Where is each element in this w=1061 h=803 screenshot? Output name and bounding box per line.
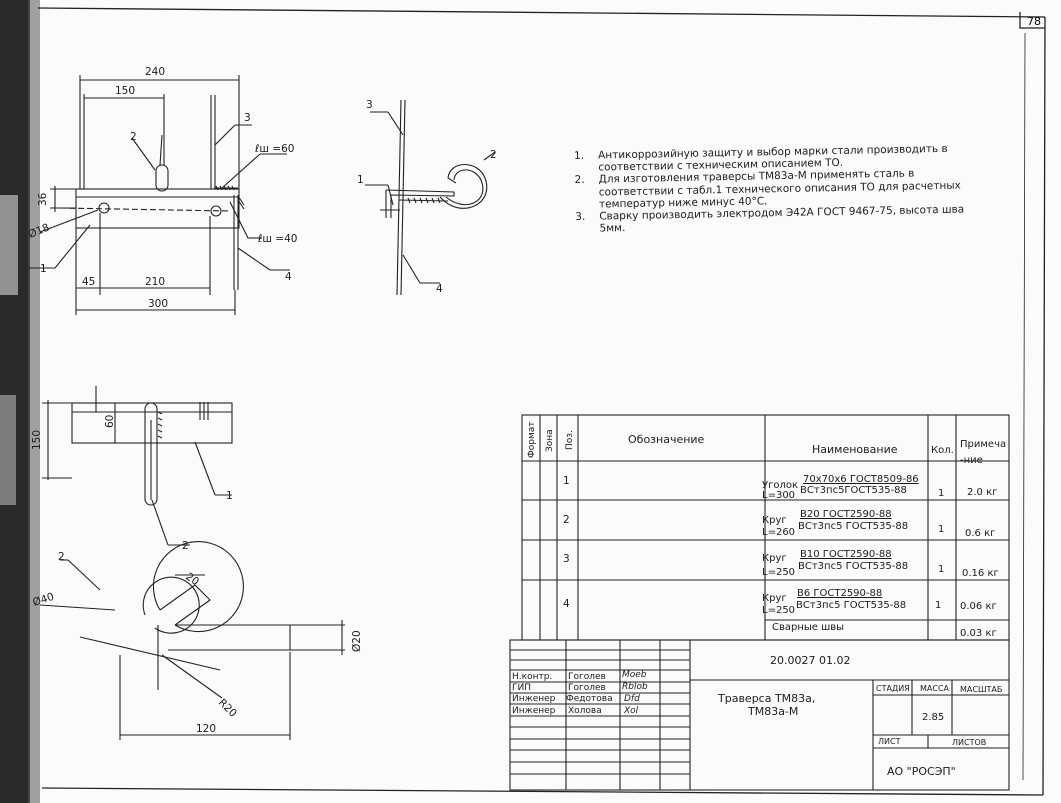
header-pos: Поз. bbox=[565, 430, 575, 450]
callout-2-top: 2 bbox=[182, 540, 189, 552]
dim-120: 120 bbox=[196, 723, 216, 735]
weld-length-60: ℓш =60 bbox=[254, 143, 294, 155]
row-2-name-prefix: Круг bbox=[762, 515, 787, 526]
header-format: Формат bbox=[527, 421, 537, 458]
header-qty: Кол. bbox=[931, 445, 954, 456]
header-note: Примеча-ние bbox=[960, 439, 1007, 466]
row-3-name-prefix: Круг bbox=[762, 553, 787, 564]
page-number: 78 bbox=[1027, 15, 1041, 28]
dim-150-vertical: 150 bbox=[31, 430, 43, 450]
row-2-qty: 1 bbox=[938, 524, 945, 535]
row-1-length: L=300 bbox=[762, 490, 796, 501]
callout-2-front: 2 bbox=[130, 131, 137, 143]
callout-3-side: 3 bbox=[366, 99, 373, 111]
side-view bbox=[365, 99, 496, 296]
signature-mark: Moeb bbox=[622, 670, 647, 680]
sign-role: Инженер bbox=[512, 706, 556, 716]
sign-name: Гоголев bbox=[568, 672, 606, 682]
row-4-name-bottom: ВСт3пс5 ГОСТ535-88 bbox=[796, 600, 907, 611]
row-3-name-top: В10 ГОСТ2590-88 bbox=[800, 549, 892, 560]
row-2-pos: 2 bbox=[563, 514, 570, 526]
hook-detail bbox=[39, 541, 345, 740]
dim-36: 36 bbox=[37, 192, 49, 206]
note-number: 2. bbox=[574, 174, 585, 187]
welds-label: Сварные швы bbox=[772, 622, 845, 633]
row-1-pos: 1 bbox=[563, 475, 570, 487]
row-2-name-top: В20 ГОСТ2590-88 bbox=[800, 509, 892, 520]
row-3-qty: 1 bbox=[938, 564, 945, 575]
header-zone: Зона bbox=[545, 429, 555, 452]
row-4-pos: 4 bbox=[563, 598, 570, 610]
signature-mark: Rblob bbox=[622, 682, 648, 692]
sheet-label: ЛИСТ bbox=[878, 737, 901, 746]
sign-role: Инженер bbox=[512, 694, 556, 704]
stage-label: СТАДИЯ bbox=[876, 684, 910, 693]
dim-45: 45 bbox=[82, 276, 95, 288]
row-1-note: 2.0 кг bbox=[967, 487, 998, 498]
sheets-label: ЛИСТОВ bbox=[952, 738, 987, 747]
row-1-name-prefix: Уголок bbox=[762, 480, 799, 491]
front-view bbox=[28, 75, 290, 315]
row-4-length: L=250 bbox=[762, 605, 796, 616]
row-2-length: L=260 bbox=[762, 527, 796, 538]
row-3-pos: 3 bbox=[563, 553, 570, 565]
sign-name: Гоголев bbox=[568, 683, 606, 693]
header-name: Наименование bbox=[812, 443, 898, 456]
callout-1-side: 1 bbox=[357, 174, 364, 186]
callout-2-side: 2 bbox=[490, 149, 497, 161]
header-designation: Обозначение bbox=[628, 433, 705, 446]
callout-1-top: 1 bbox=[226, 490, 233, 502]
row-3-name-bottom: ВСт3пс5 ГОСТ535-88 bbox=[798, 561, 909, 572]
row-3-note: 0.16 кг bbox=[962, 568, 999, 579]
row-4-name-prefix: Круг bbox=[762, 593, 787, 604]
sign-role: Н.контр. bbox=[512, 672, 553, 682]
technical-notes: 1. Антикоррозийную защиту и выбор марки … bbox=[574, 142, 971, 235]
frame-border bbox=[37, 7, 1046, 796]
organization: АО "РОСЭП" bbox=[887, 765, 956, 778]
title-line-1: Траверса ТМ83а, bbox=[718, 692, 816, 705]
signature-mark: Xol bbox=[624, 706, 639, 716]
row-1-name-top: 70х70х6 ГОСТ8509-86 bbox=[803, 474, 919, 485]
callout-4-front: 4 bbox=[285, 271, 292, 283]
row-4-qty: 1 bbox=[935, 600, 942, 611]
dim-150: 150 bbox=[115, 85, 135, 97]
row-4-name-top: В6 ГОСТ2590-88 bbox=[797, 588, 883, 599]
note-number: 1. bbox=[574, 149, 585, 162]
dim-240: 240 bbox=[145, 66, 165, 78]
dim-rod-diameter: Ø20 bbox=[351, 630, 363, 652]
mass-value: 2.85 bbox=[922, 712, 945, 723]
sign-name: Холова bbox=[568, 706, 602, 716]
row-1-qty: 1 bbox=[938, 488, 945, 499]
dim-300: 300 bbox=[148, 298, 168, 310]
weld-length-40: ℓш =40 bbox=[257, 233, 297, 245]
row-3-length: L=250 bbox=[762, 567, 796, 578]
row-4-note: 0.06 кг bbox=[960, 601, 997, 612]
row-2-name-bottom: ВСт3пс5 ГОСТ535-88 bbox=[798, 521, 909, 532]
top-view bbox=[42, 386, 233, 546]
sign-role: ГИП bbox=[512, 683, 531, 693]
note-number: 3. bbox=[575, 210, 586, 224]
title-line-2: ТМ83а-М bbox=[748, 705, 799, 718]
document-code: 20.0027 01.02 bbox=[770, 654, 851, 667]
spec-table-grid bbox=[509, 414, 1010, 791]
mass-label: МАССА bbox=[920, 684, 950, 693]
row-1-name-bottom: ВСт3пс5ГОСТ535-88 bbox=[800, 485, 907, 496]
row-2-note: 0.6 кг bbox=[965, 528, 996, 539]
signature-mark: Dfd bbox=[624, 694, 640, 704]
welds-note: 0.03 кг bbox=[960, 628, 997, 639]
callout-2-hook: 2 bbox=[58, 551, 65, 563]
dim-60-vertical: 60 bbox=[104, 415, 116, 428]
scale-label: МАСШТАБ bbox=[960, 685, 1003, 694]
callout-3-front: 3 bbox=[244, 112, 251, 124]
sign-name: Федотова bbox=[566, 694, 613, 704]
callout-1-front: 1 bbox=[40, 263, 47, 275]
callout-4-side: 4 bbox=[436, 283, 443, 295]
dim-210: 210 bbox=[145, 276, 165, 288]
